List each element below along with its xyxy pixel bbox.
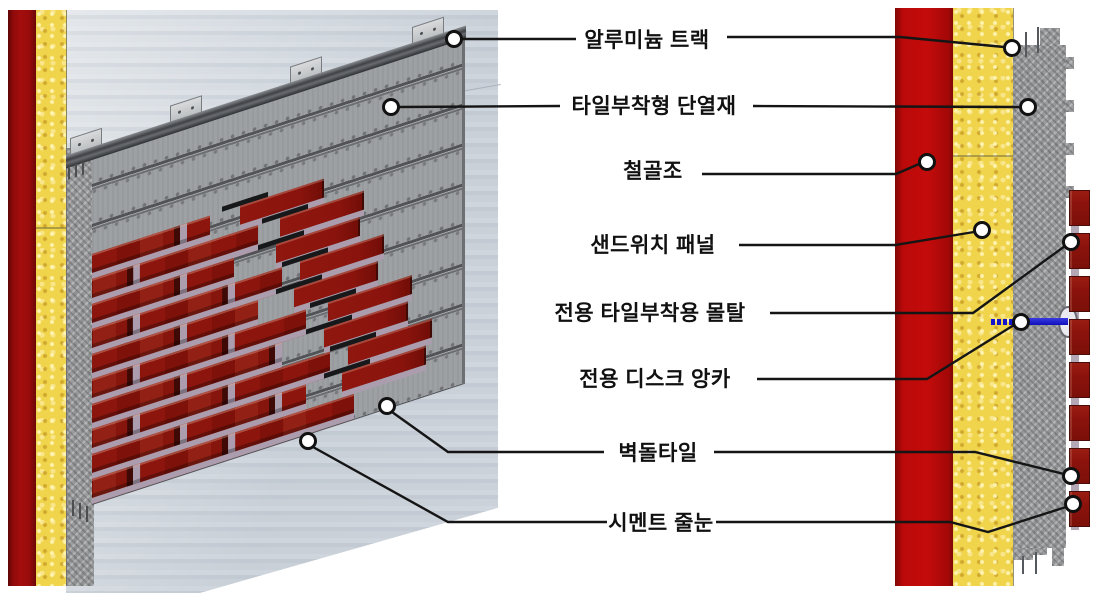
anchor-thread-dash bbox=[991, 319, 995, 325]
anchor-thread-dash bbox=[997, 319, 1001, 325]
track-tooth-section bbox=[1025, 32, 1027, 57]
screw-icon bbox=[178, 110, 181, 115]
mortar-rib bbox=[1066, 100, 1074, 112]
label-cement-joint: 시멘트 줄눈 bbox=[608, 512, 714, 535]
track-tooth bbox=[75, 163, 77, 178]
panel-seam bbox=[36, 227, 66, 229]
cement-joint-strip bbox=[1071, 192, 1079, 530]
callout-line-steel bbox=[702, 162, 920, 176]
section-brick-tile bbox=[1069, 491, 1090, 527]
bottom-track-tooth bbox=[72, 500, 74, 516]
screw-icon bbox=[191, 105, 194, 110]
insulation-edge-strip bbox=[66, 148, 94, 586]
insulation-bottom-step bbox=[1013, 548, 1033, 560]
screw-icon bbox=[433, 27, 436, 32]
screw-icon bbox=[298, 71, 301, 76]
sandwich-panel-core-section bbox=[953, 8, 1014, 586]
track-tooth-section bbox=[1037, 27, 1039, 53]
bottom-track-tooth bbox=[86, 506, 88, 522]
screw-icon bbox=[311, 66, 314, 71]
section-brick-tile bbox=[1069, 276, 1090, 312]
bottom-tooth-section bbox=[1022, 556, 1024, 574]
screw-icon bbox=[91, 138, 94, 143]
insulation-mortar-column bbox=[1013, 45, 1066, 548]
screw-icon bbox=[78, 142, 81, 147]
track-tooth bbox=[68, 166, 70, 180]
bottom-track-tooth bbox=[79, 503, 81, 519]
section-brick-tile bbox=[1069, 362, 1090, 398]
disc-anchor-shaft bbox=[1014, 318, 1068, 325]
mortar-rib bbox=[1066, 143, 1074, 155]
anchor-thread-dash bbox=[1009, 319, 1013, 325]
label-brick-tile: 벽돌타일 bbox=[618, 442, 698, 465]
track-tooth bbox=[82, 161, 84, 176]
insulation-bottom-step bbox=[1033, 548, 1047, 555]
label-disc-anchor: 전용 디스크 앙카 bbox=[579, 368, 731, 391]
panel-seam bbox=[953, 155, 1013, 157]
label-aluminum-track: 알루미늄 트랙 bbox=[584, 29, 710, 52]
bottom-tooth-section bbox=[1035, 552, 1037, 574]
sandwich-panel-core-left bbox=[36, 10, 67, 586]
label-tile-adhesive-insulation: 타일부착형 단열재 bbox=[571, 95, 737, 118]
section-brick-tile bbox=[1069, 319, 1090, 355]
anchor-thread-dash bbox=[1003, 319, 1007, 325]
screw-icon bbox=[420, 31, 423, 36]
label-steel-frame: 철골조 bbox=[623, 160, 683, 183]
steel-frame-layer-section bbox=[895, 8, 953, 586]
section-brick-tile bbox=[1069, 233, 1090, 269]
label-sandwich-panel: 샌드위치 패널 bbox=[590, 234, 716, 257]
mortar-rib bbox=[1066, 57, 1074, 69]
section-brick-tile bbox=[1069, 405, 1090, 441]
section-brick-tile bbox=[1069, 448, 1090, 484]
steel-frame-layer-left bbox=[8, 10, 36, 586]
label-tile-adhesion-mortar: 전용 타일부착용 몰탈 bbox=[554, 302, 746, 325]
section-brick-tile bbox=[1069, 190, 1090, 226]
insulation-bottom-step bbox=[1052, 548, 1064, 566]
insulation-top-step bbox=[1040, 28, 1060, 46]
